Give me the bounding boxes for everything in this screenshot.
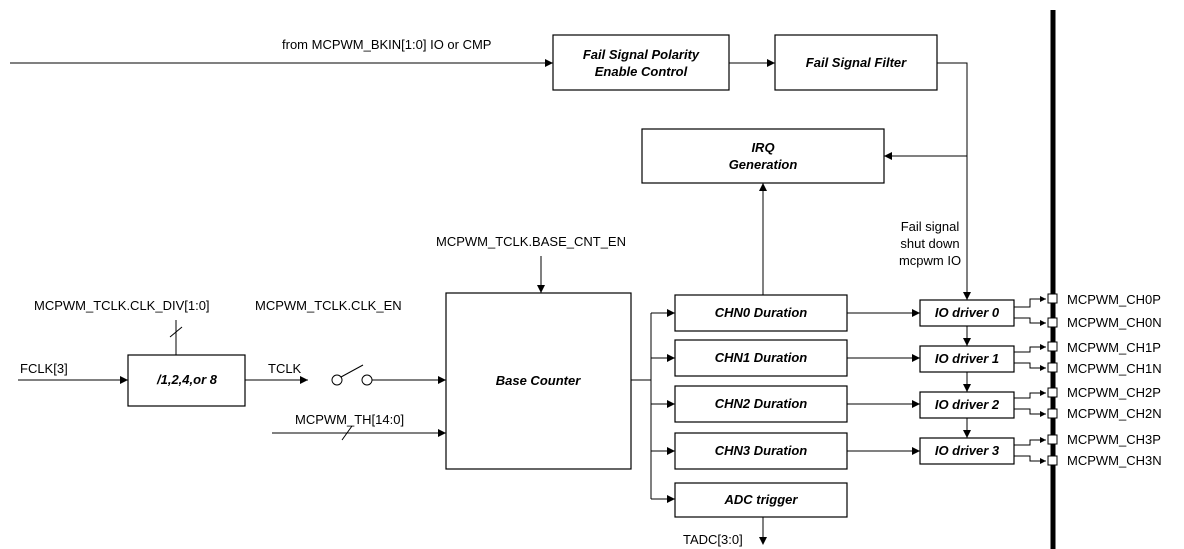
output-label-ch0p: MCPWM_CH0P <box>1067 292 1161 307</box>
fail-polarity-title-line2: Enable Control <box>595 64 688 79</box>
io-driver-3-title: IO driver 3 <box>935 443 1000 458</box>
clock-divider-block: /1,2,4,or 8 <box>127 354 246 407</box>
tclk-label: TCLK <box>268 361 302 376</box>
io-driver-1-title: IO driver 1 <box>935 351 999 366</box>
chn2-duration-title: CHN2 Duration <box>715 396 808 411</box>
adc-trigger-title: ADC trigger <box>724 492 799 507</box>
chn1-duration-title: CHN1 Duration <box>715 350 808 365</box>
arrowheads <box>120 59 1046 545</box>
fail-note-line2: shut down <box>900 236 959 251</box>
clk-en-label: MCPWM_TCLK.CLK_EN <box>255 298 402 313</box>
fail-filter-block: Fail Signal Filter <box>774 34 938 91</box>
io-driver-3-block: IO driver 3 <box>919 437 1015 465</box>
io-driver-0-block: IO driver 0 <box>919 299 1015 327</box>
chn2-duration-block: CHN2 Duration <box>674 385 848 423</box>
fclk-label: FCLK[3] <box>20 361 68 376</box>
chn0-duration-block: CHN0 Duration <box>674 294 848 332</box>
irq-generation-block: IRQ Generation <box>641 128 885 184</box>
io-driver-2-title: IO driver 2 <box>935 397 1000 412</box>
tadc-label: TADC[3:0] <box>683 532 743 547</box>
th-label: MCPWM_TH[14:0] <box>295 412 404 427</box>
fail-filter-title: Fail Signal Filter <box>806 55 907 70</box>
output-label-ch2p: MCPWM_CH2P <box>1067 385 1161 400</box>
fail-polarity-title-line1: Fail Signal Polarity <box>583 47 700 62</box>
irq-title-line2: Generation <box>729 157 798 172</box>
base-counter-block: Base Counter <box>445 292 632 470</box>
output-label-ch0n: MCPWM_CH0N <box>1067 315 1162 330</box>
io-driver-1-block: IO driver 1 <box>919 345 1015 373</box>
output-label-ch1n: MCPWM_CH1N <box>1067 361 1162 376</box>
irq-title-line1: IRQ <box>751 140 774 155</box>
fail-note-line3: mcpwm IO <box>899 253 961 268</box>
adc-trigger-block: ADC trigger <box>674 482 848 518</box>
clk-div-label: MCPWM_TCLK.CLK_DIV[1:0] <box>34 298 210 313</box>
chn3-duration-block: CHN3 Duration <box>674 432 848 470</box>
fail-note-line1: Fail signal <box>901 219 960 234</box>
bkin-input-label: from MCPWM_BKIN[1:0] IO or CMP <box>282 37 491 52</box>
io-driver-2-block: IO driver 2 <box>919 391 1015 419</box>
base-cnt-en-label: MCPWM_TCLK.BASE_CNT_EN <box>436 234 626 249</box>
fail-polarity-block: Fail Signal Polarity Enable Control <box>552 34 730 91</box>
output-label-ch2n: MCPWM_CH2N <box>1067 406 1162 421</box>
chn1-duration-block: CHN1 Duration <box>674 339 848 377</box>
output-label-ch3n: MCPWM_CH3N <box>1067 453 1162 468</box>
clock-divider-title: /1,2,4,or 8 <box>156 372 218 387</box>
chn0-duration-title: CHN0 Duration <box>715 305 808 320</box>
io-driver-0-title: IO driver 0 <box>935 305 1000 320</box>
chn3-duration-title: CHN3 Duration <box>715 443 808 458</box>
output-label-ch1p: MCPWM_CH1P <box>1067 340 1161 355</box>
output-pads <box>1047 293 1058 466</box>
base-counter-title: Base Counter <box>496 373 581 388</box>
output-label-ch3p: MCPWM_CH3P <box>1067 432 1161 447</box>
